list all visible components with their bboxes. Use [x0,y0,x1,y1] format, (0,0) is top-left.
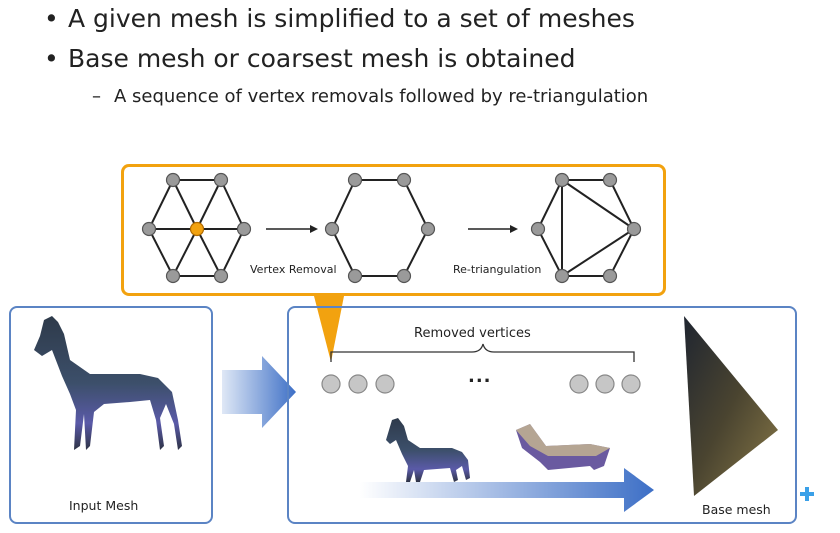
ellipsis: ... [468,366,492,387]
sub-bullet: –A sequence of vertex removals followed … [92,86,648,107]
removed-vertex-dot [569,374,589,394]
sub-bullet-dash: – [92,86,101,107]
vertex [141,221,157,237]
input-mesh-caption: Input Mesh [69,498,139,513]
removed-vertices-label: Removed vertices [414,326,531,341]
main-flow-arrow [222,356,296,428]
removed-center-vertex [189,221,205,237]
vertex [530,221,546,237]
vertex [626,221,642,237]
removed-vertex-dot [621,374,641,394]
vertex [347,268,363,284]
base-mesh-caption: Base mesh [702,502,771,517]
inset-pointer [314,296,344,362]
removed-vertex-dot [348,374,368,394]
vertex [396,268,412,284]
bullet-1: • A given mesh is simplified to a set of … [44,4,635,33]
step-arrow-2-head [510,225,518,233]
vertex [324,221,340,237]
vertex [396,172,412,188]
vertex [554,268,570,284]
removed-vertices-brace [330,343,635,362]
vertex [165,172,181,188]
vertex [602,268,618,284]
small-horse-icon [386,418,470,482]
spoke [196,228,222,277]
vertex [602,172,618,188]
spoke [172,228,198,277]
bullet-2: • Base mesh or coarsest mesh is obtained [44,44,576,73]
removed-vertex-dot [595,374,615,394]
bullet-dot: • [44,44,59,73]
removed-vertex-dot [375,374,395,394]
vertex-removal-label: Vertex Removal [250,263,337,276]
sub-bullet-text: A sequence of vertex removals followed b… [114,86,649,107]
vertex [213,172,229,188]
bullet-dot: • [44,4,59,33]
vertex [554,172,570,188]
spoke [196,179,222,230]
new-edge [561,179,635,230]
vertex [420,221,436,237]
vertex [347,172,363,188]
coarse-horse-icon [516,424,610,470]
new-edge [561,228,635,277]
horse-mesh-icon [34,316,182,450]
retriangulation-label: Re-triangulation [453,263,542,276]
vertex [236,221,252,237]
removed-vertex-dot [321,374,341,394]
spoke [172,179,198,230]
triangle-base-mesh-icon [684,316,778,496]
simplification-panel [287,306,797,524]
progress-arrow [360,468,654,512]
step-arrow-1-head [310,225,318,233]
vertex [213,268,229,284]
bullet-1-text: A given mesh is simplified to a set of m… [68,4,635,33]
vertex [165,268,181,284]
bullet-2-text: Base mesh or coarsest mesh is obtained [68,44,576,73]
